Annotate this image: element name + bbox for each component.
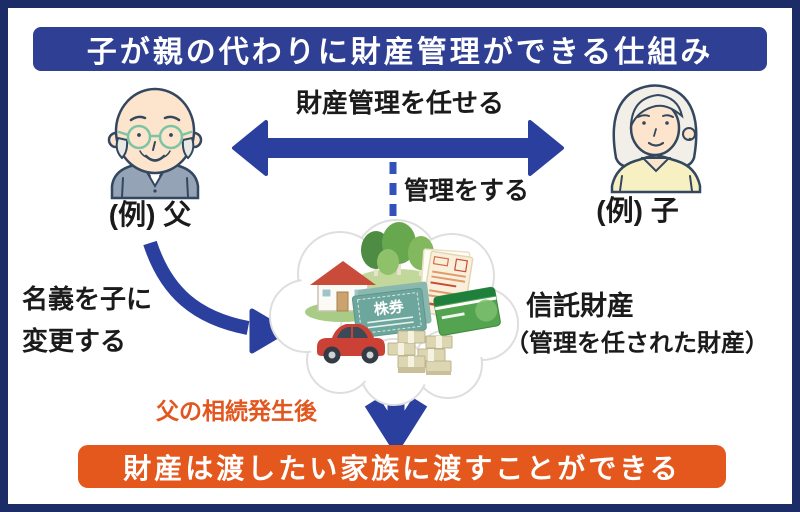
child-label: (例) 子: [596, 195, 679, 226]
page-title: 子が親の代わりに財産管理ができる仕組み: [86, 36, 714, 69]
stock-certificate-label: 株券: [373, 297, 406, 319]
entrust-arrow: [232, 120, 564, 176]
rename-label-line1: 名義を子に: [22, 284, 153, 314]
father-illustration: [107, 87, 203, 200]
rename-label: 名義を子に 変更する: [22, 278, 152, 362]
entrust-label: 財産管理を任せる: [295, 88, 504, 118]
diagram-graphics: 株券: [107, 84, 702, 456]
title-banner: 子が親の代わりに財産管理ができる仕組み: [33, 27, 767, 71]
father-label: (例) 父: [108, 199, 192, 230]
cash-bundles-icon: [387, 330, 453, 375]
stock-certificate-icon: 株券: [351, 281, 432, 339]
outcome-banner: 財産は渡したい家族に渡すことができる: [78, 445, 726, 488]
trust-assets-name: 信託財産: [526, 291, 634, 321]
trust-assets-description: （管理を任された財産）: [505, 330, 769, 357]
outcome-banner-label: 財産は渡したい家族に渡すことができる: [123, 452, 681, 484]
rename-label-line2: 変更する: [22, 326, 127, 356]
child-illustration: [610, 84, 702, 194]
rename-curved-arrow: [143, 240, 289, 354]
bank-card-icon: [433, 286, 501, 336]
trust-cloud: 株券: [269, 219, 519, 406]
inheritance-trigger-label: 父の相続発生後: [156, 398, 317, 424]
car-icon: [317, 324, 385, 364]
manage-label: 管理をする: [404, 177, 530, 205]
